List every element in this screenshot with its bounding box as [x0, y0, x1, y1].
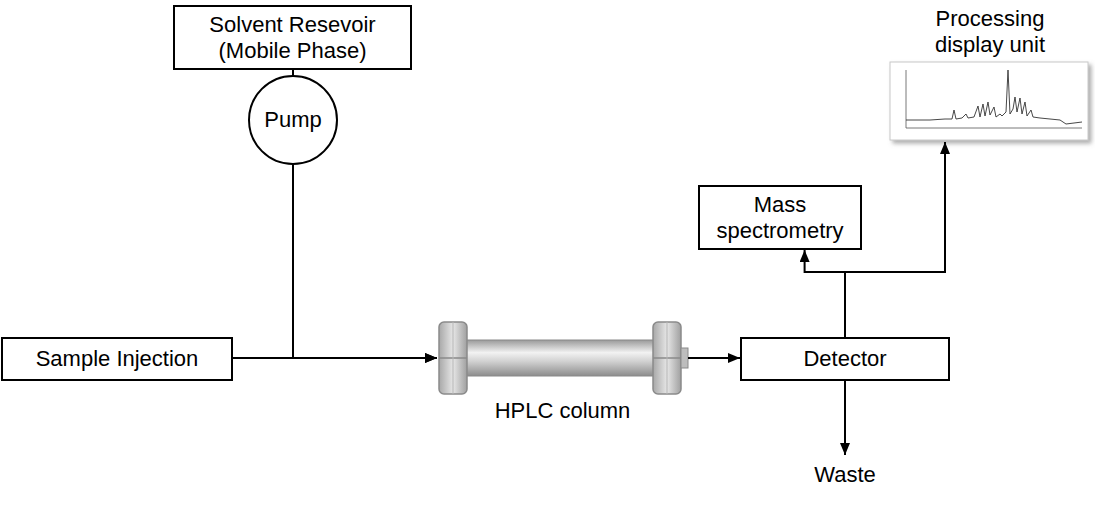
hplc-column-drawing	[439, 322, 688, 394]
hplc-column: HPLC column	[437, 318, 688, 428]
node-text: Pump	[264, 107, 321, 133]
flow-connector	[805, 250, 845, 337]
display-unit: Processing display unit	[888, 2, 1092, 142]
flow-connector	[688, 357, 740, 359]
pump-circle: Pump	[248, 75, 338, 165]
node-text: Detector	[803, 346, 886, 372]
ms-box: Mass spectrometry	[698, 185, 862, 250]
node-text: Solvent Resevoir (Mobile Phase)	[181, 12, 404, 64]
node-text: HPLC column	[495, 398, 631, 424]
flow-connector	[293, 165, 437, 358]
reservoir-box: Solvent Resevoir (Mobile Phase)	[173, 5, 412, 70]
flow-connector	[292, 70, 294, 75]
waste-arrow	[844, 381, 846, 455]
node-text: Mass spectrometry	[706, 192, 854, 244]
chromatogram-image	[890, 62, 1088, 140]
injection-box: Sample Injection	[1, 337, 233, 381]
node-text: Sample Injection	[36, 346, 199, 372]
flow-connector	[233, 357, 437, 359]
outlet-label: Waste	[790, 462, 900, 488]
node-text: Processing display unit	[915, 6, 1065, 58]
detector-box: Detector	[740, 337, 950, 381]
